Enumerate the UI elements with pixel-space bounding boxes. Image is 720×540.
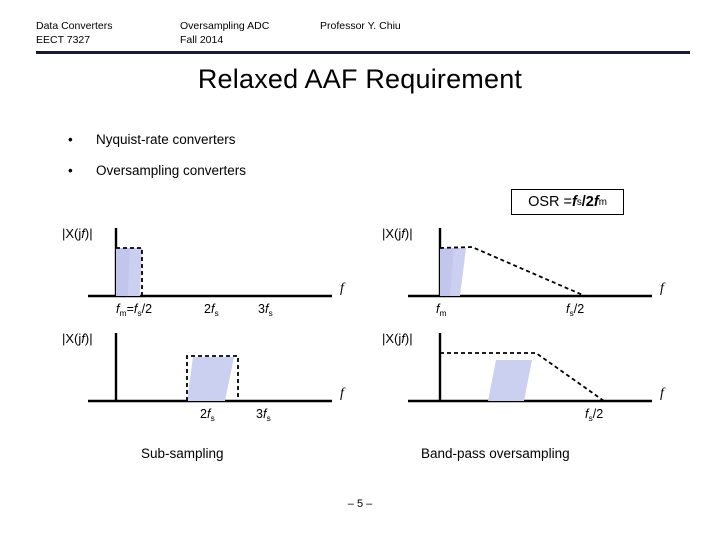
bullet-label: Nyquist-rate converters	[96, 132, 236, 147]
xtick-label-fm: fm	[436, 302, 447, 318]
bullet-marker-icon: •	[68, 132, 73, 147]
chart-bandpass-oversampling: |X(jf)| fs/2 f	[380, 323, 680, 428]
xtick-label-3fs: 3fs	[258, 302, 273, 318]
osr-denominator-sub: m	[598, 196, 607, 208]
signal-band-fill-inner	[440, 248, 454, 296]
osr-prefix: OSR =	[528, 194, 572, 210]
filter-response-relaxed	[439, 246, 586, 297]
y-axis-label: |X(jf)|	[382, 226, 413, 241]
chart-sub-sampling-bandpass: |X(jf)| 2fs 3fs f	[60, 323, 360, 428]
osr-numerator-sub: s	[576, 196, 582, 208]
caption-sub-sampling: Sub-sampling	[141, 446, 224, 461]
bullet-marker-icon: •	[68, 163, 73, 178]
header-professor: Professor Y. Chiu	[320, 20, 401, 32]
page-number: – 5 –	[347, 498, 373, 510]
page-title: Relaxed AAF Requirement	[197, 64, 523, 94]
y-axis-label: |X(jf)|	[62, 226, 93, 241]
header-topic: Oversampling ADC Fall 2014	[180, 20, 270, 46]
x-axis-label: f	[660, 386, 666, 401]
x-axis-label: f	[340, 386, 346, 401]
signal-band-fill	[187, 357, 234, 401]
xtick-label-2fs: 2fs	[204, 302, 219, 318]
filter-response-relaxed	[440, 352, 605, 402]
xtick-label-fs-over-2: fs/2	[566, 302, 584, 318]
x-axis-label: f	[340, 281, 346, 296]
filter-response-brickwall	[116, 247, 143, 296]
osr-numerator: f	[572, 194, 577, 210]
x-axis-label: f	[660, 281, 666, 296]
chart-nyquist-rate-lowpass: |X(jf)| fm=fs/2 2fs 3fs f	[60, 218, 360, 323]
header-divider-rule	[36, 51, 690, 54]
chart-oversampling-lowpass: |X(jf)| fm fs/2 f	[380, 218, 680, 323]
caption-bandpass-oversampling: Band-pass oversampling	[421, 446, 570, 461]
bullet-label: Oversampling converters	[96, 163, 247, 178]
signal-band-fill-inner	[116, 248, 130, 296]
xtick-label-fm: fm=fs/2	[116, 302, 152, 318]
osr-denominator: f	[593, 194, 599, 210]
xtick-label-2fs: 2fs	[200, 407, 215, 423]
y-axis-label: |X(jf)|	[62, 331, 93, 346]
filter-response-brickwall-bandpass	[186, 355, 239, 401]
header-course: Data Converters EECT 7327	[36, 20, 113, 46]
xtick-label-fs-over-2: fs/2	[585, 407, 603, 423]
y-axis-label: |X(jf)|	[382, 331, 413, 346]
signal-band-fill	[488, 360, 532, 401]
xtick-label-3fs: 3fs	[256, 407, 271, 423]
osr-divider: /2	[581, 194, 594, 210]
